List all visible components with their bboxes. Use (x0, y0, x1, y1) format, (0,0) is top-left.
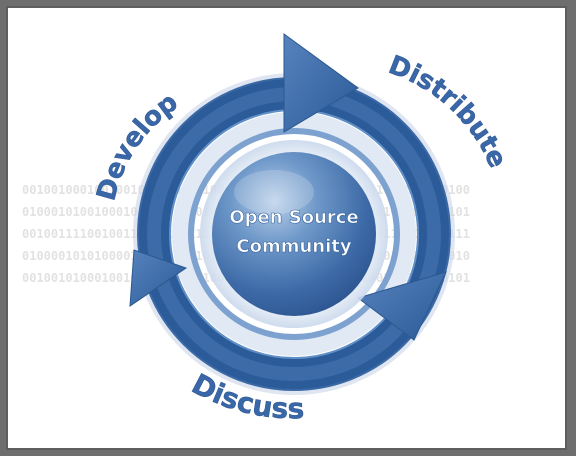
center-label-line2: Community (236, 236, 351, 257)
arrow-left-icon (129, 249, 188, 307)
image-frame: 0010010001001001000100100100010010010001… (6, 6, 567, 450)
center-sphere: Open Source Community (200, 140, 388, 328)
center-label-line1: Open Source (229, 207, 358, 228)
open-source-cycle-diagram: 0010010001001001000100100100010010010001… (22, 33, 513, 426)
arrow-top-icon (283, 33, 359, 133)
arrow-right-icon (356, 271, 447, 341)
